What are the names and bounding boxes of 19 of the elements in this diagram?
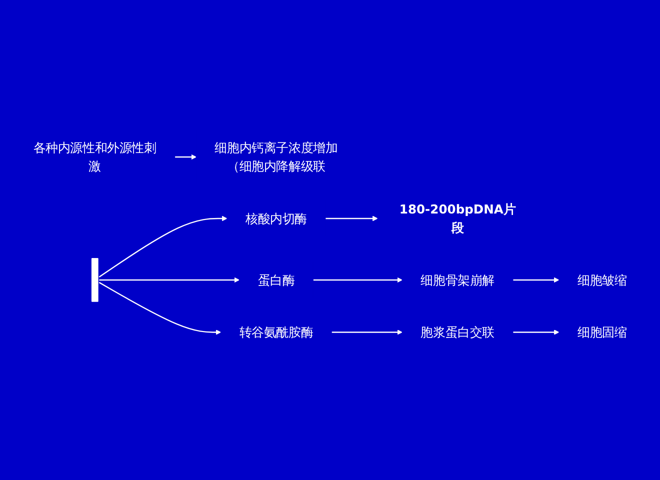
node-text: 细胞骨架崩解 [420,272,494,288]
node-text: 转谷氨酰胺酶 [239,324,314,340]
node-text: 细胞皱缩 [577,272,627,288]
arrow [512,277,560,283]
node-text: 细胞内钙离子浓度增加（细胞内降解级联 [214,140,338,174]
node-text: 180-200bpDNA片段 [399,202,516,236]
arrow [98,216,228,278]
node-text: 各种内源性和外源性刺激 [33,140,156,174]
node-text: 核酸内切酶 [245,211,307,226]
arrow [174,154,197,160]
arrow [313,277,402,283]
arrow [512,330,560,335]
arrow [99,277,240,283]
node-text: 胞浆蛋白交联 [420,324,494,340]
node-text: 蛋白酶 [258,272,295,288]
arrow [98,282,222,335]
arrow [332,330,402,335]
node-text: 细胞固缩 [577,324,627,340]
arrow [325,216,378,222]
